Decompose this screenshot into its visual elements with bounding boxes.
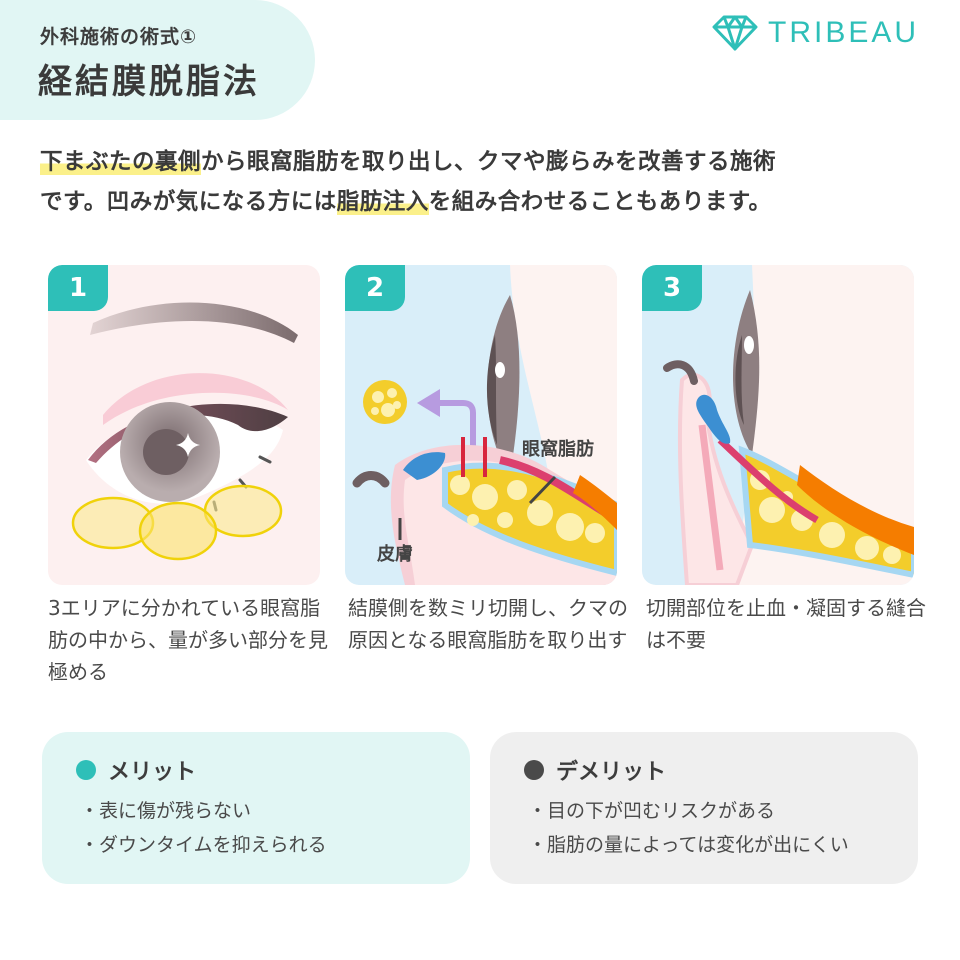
highlight-text: 脂肪注入 — [336, 189, 429, 215]
bullet-dot-icon — [76, 760, 96, 780]
label-orbital-fat: 眼窩脂肪 — [522, 439, 594, 460]
page-subtitle: 外科施術の術式① — [40, 26, 198, 48]
step-2-caption: 結膜側を数ミリ切開し、クマの原因となる眼窩脂肪を取り出す — [348, 596, 628, 652]
list-item: 表に傷が残らない — [76, 794, 436, 828]
brand-logo: TRIBEAU — [712, 14, 919, 52]
lead-text: から眼窩脂肪を取り出し、クマや膨らみを改善する施術 — [201, 149, 777, 175]
merit-title: メリット — [108, 760, 197, 785]
bullet-dot-icon — [524, 760, 544, 780]
step-3-illustration: 3 — [642, 265, 914, 585]
step-1-illustration: 1 — [48, 265, 320, 585]
brand-name: TRIBEAU — [768, 16, 920, 49]
merit-box: メリット 表に傷が残らない ダウンタイムを抑えられる — [42, 732, 470, 884]
step-1-caption: 3エリアに分かれている眼窩脂肪の中から、量が多い部分を見極める — [48, 596, 328, 684]
page-title: 経結膜脱脂法 — [38, 62, 260, 102]
highlight-text: 下まぶたの裏側 — [40, 149, 202, 175]
label-skin: 皮膚 — [377, 544, 413, 565]
demerit-list: 目の下が凹むリスクがある 脂肪の量によっては変化が出にくい — [524, 794, 884, 862]
lead-text: を組み合わせることもあります。 — [428, 189, 772, 215]
step-2-illustration: 2 眼窩脂肪 皮膚 — [345, 265, 617, 585]
demerit-title: デメリット — [556, 760, 667, 785]
list-item: 目の下が凹むリスクがある — [524, 794, 884, 828]
eye-crosssection-incision-illustration — [345, 265, 617, 585]
title-banner: 外科施術の術式① 経結膜脱脂法 — [0, 0, 315, 120]
step-number-badge: 1 — [48, 265, 108, 311]
step-number-badge: 3 — [642, 265, 702, 311]
list-item: 脂肪の量によっては変化が出にくい — [524, 828, 884, 862]
merit-list: 表に傷が残らない ダウンタイムを抑えられる — [76, 794, 436, 862]
step-3-caption: 切開部位を止血・凝固する縫合は不要 — [646, 596, 926, 652]
eye-front-illustration — [48, 265, 320, 585]
step-number-badge: 2 — [345, 265, 405, 311]
list-item: ダウンタイムを抑えられる — [76, 828, 436, 862]
eye-crosssection-healed-illustration — [642, 265, 914, 585]
diamond-icon — [712, 15, 758, 51]
merit-heading: メリット — [76, 754, 436, 786]
lead-description: 下まぶたの裏側から眼窩脂肪を取り出し、クマや膨らみを改善する施術 です。凹みが気… — [40, 142, 940, 222]
lead-text: です。凹みが気になる方には — [40, 189, 337, 215]
demerit-box: デメリット 目の下が凹むリスクがある 脂肪の量によっては変化が出にくい — [490, 732, 918, 884]
demerit-heading: デメリット — [524, 754, 884, 786]
